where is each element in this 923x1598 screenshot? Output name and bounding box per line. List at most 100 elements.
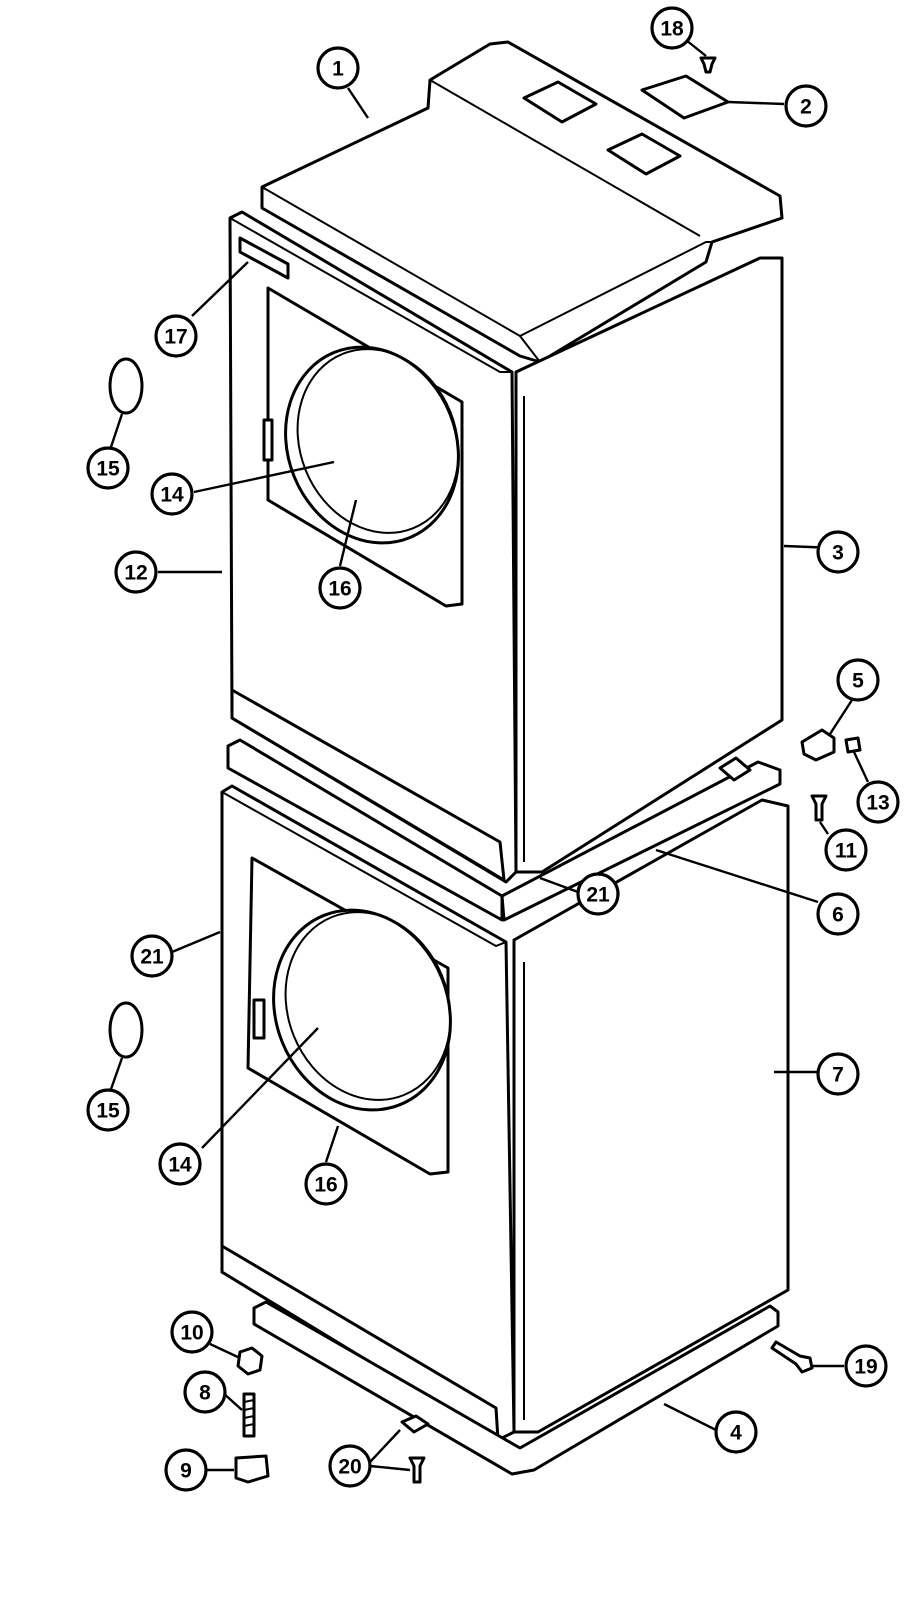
leader-10 bbox=[209, 1342, 241, 1360]
callout-circle bbox=[328, 1444, 372, 1488]
callout-number: 16 bbox=[314, 1174, 337, 1197]
lower-door-glass bbox=[272, 908, 452, 1112]
callout-c6: 6 bbox=[816, 892, 860, 936]
callout-number: 1 bbox=[332, 58, 344, 81]
callout-circle bbox=[114, 550, 158, 594]
callout-c11: 11 bbox=[824, 828, 868, 872]
callout-circle bbox=[150, 472, 194, 516]
base-frame bbox=[252, 1300, 780, 1476]
callout-number: 10 bbox=[180, 1322, 203, 1345]
callout-number: 19 bbox=[854, 1356, 877, 1379]
callout-c8: 8 bbox=[183, 1370, 227, 1414]
callout-circle bbox=[836, 658, 880, 702]
callout-number: 15 bbox=[96, 458, 120, 481]
callout-c21b: 21 bbox=[576, 872, 620, 916]
callout-number: 2 bbox=[800, 96, 812, 119]
callout-circle bbox=[844, 1344, 888, 1388]
leader-14a bbox=[193, 460, 335, 494]
callout-number: 14 bbox=[168, 1154, 192, 1177]
callout-number: 20 bbox=[338, 1456, 361, 1479]
callout-number: 17 bbox=[164, 326, 187, 349]
callout-c5: 5 bbox=[836, 658, 880, 702]
callout-c15b: 15 bbox=[86, 1088, 130, 1132]
callout-circle bbox=[816, 1052, 860, 1096]
callout-circle bbox=[183, 1370, 227, 1414]
callout-circle bbox=[316, 46, 360, 90]
callout-c9: 9 bbox=[164, 1448, 208, 1492]
callout-number: 11 bbox=[835, 840, 858, 863]
leader-4 bbox=[663, 1402, 717, 1432]
side-bracket-part bbox=[800, 728, 836, 762]
leader-11 bbox=[819, 821, 829, 835]
callout-c18: 18 bbox=[650, 6, 694, 50]
callout-number: 9 bbox=[180, 1460, 192, 1483]
upper-front-panel-border bbox=[229, 217, 512, 373]
callout-circle bbox=[816, 892, 860, 936]
callout-number: 7 bbox=[832, 1064, 844, 1087]
callout-circle bbox=[824, 828, 868, 872]
lower-front-panel-border bbox=[221, 791, 507, 948]
callout-c20: 20 bbox=[328, 1444, 372, 1488]
leader-1 bbox=[347, 87, 369, 119]
callout-c21a: 21 bbox=[130, 934, 174, 978]
callout-circle bbox=[304, 1162, 348, 1206]
leader-21a bbox=[171, 930, 221, 954]
callout-c3: 3 bbox=[816, 530, 860, 574]
console-opening-right bbox=[606, 132, 682, 176]
upper-door-gasket bbox=[296, 348, 460, 534]
callout-c7: 7 bbox=[816, 1052, 860, 1096]
stacking-frame bbox=[226, 738, 782, 922]
leader-17 bbox=[191, 261, 249, 317]
callout-c14b: 14 bbox=[158, 1142, 202, 1186]
leveling-foot-part bbox=[234, 1454, 270, 1484]
callout-c15a: 15 bbox=[86, 446, 130, 490]
callout-c17: 17 bbox=[154, 314, 198, 358]
leader-16a bbox=[338, 499, 358, 567]
callout-bubbles: 1234567891011121314141515161617181920212… bbox=[86, 6, 900, 1492]
callout-circle bbox=[650, 6, 694, 50]
leader-13 bbox=[852, 751, 870, 783]
callout-circle bbox=[86, 1088, 130, 1132]
leader-20a bbox=[369, 1429, 401, 1463]
callout-circle bbox=[158, 1142, 202, 1186]
callout-number: 4 bbox=[730, 1422, 742, 1445]
top-cover-edge-2 bbox=[519, 241, 712, 337]
callout-c16a: 16 bbox=[318, 566, 362, 610]
leader-6 bbox=[655, 848, 819, 904]
leader-16b bbox=[324, 1125, 340, 1163]
base-clip-screw-part bbox=[408, 1456, 426, 1484]
callout-circle bbox=[856, 780, 900, 824]
lower-hinge-cover bbox=[108, 1001, 144, 1059]
callout-c10: 10 bbox=[170, 1310, 214, 1354]
upper-door-latch bbox=[262, 418, 274, 462]
leader-15a bbox=[108, 413, 124, 451]
stacking-frame-side bbox=[500, 760, 782, 922]
leader-21b bbox=[539, 876, 579, 894]
base-clip-part bbox=[400, 1414, 430, 1434]
leader-20b bbox=[369, 1464, 411, 1472]
callout-number: 16 bbox=[328, 578, 351, 601]
loose-parts bbox=[108, 56, 862, 1484]
callout-number: 21 bbox=[586, 884, 610, 907]
callout-circle bbox=[130, 934, 174, 978]
lower-door-gasket bbox=[284, 911, 452, 1101]
callout-number: 8 bbox=[199, 1382, 211, 1405]
callout-circle bbox=[318, 566, 362, 610]
callout-c13: 13 bbox=[856, 780, 900, 824]
leader-5 bbox=[828, 699, 854, 735]
callout-circle bbox=[816, 530, 860, 574]
leader-15b bbox=[108, 1057, 124, 1093]
callout-c16b: 16 bbox=[304, 1162, 348, 1206]
leader-lines bbox=[108, 39, 870, 1472]
callout-circle bbox=[576, 872, 620, 916]
callout-c1: 1 bbox=[316, 46, 360, 90]
upper-kickplate bbox=[230, 688, 506, 882]
lower-unit bbox=[220, 784, 790, 1476]
console-opening-left bbox=[522, 80, 598, 124]
upper-name-plate bbox=[238, 236, 290, 280]
callout-c19: 19 bbox=[844, 1344, 888, 1388]
callout-circle bbox=[154, 314, 198, 358]
leader-18 bbox=[685, 39, 707, 57]
callout-c4: 4 bbox=[714, 1410, 758, 1454]
callout-circle bbox=[164, 1448, 208, 1492]
